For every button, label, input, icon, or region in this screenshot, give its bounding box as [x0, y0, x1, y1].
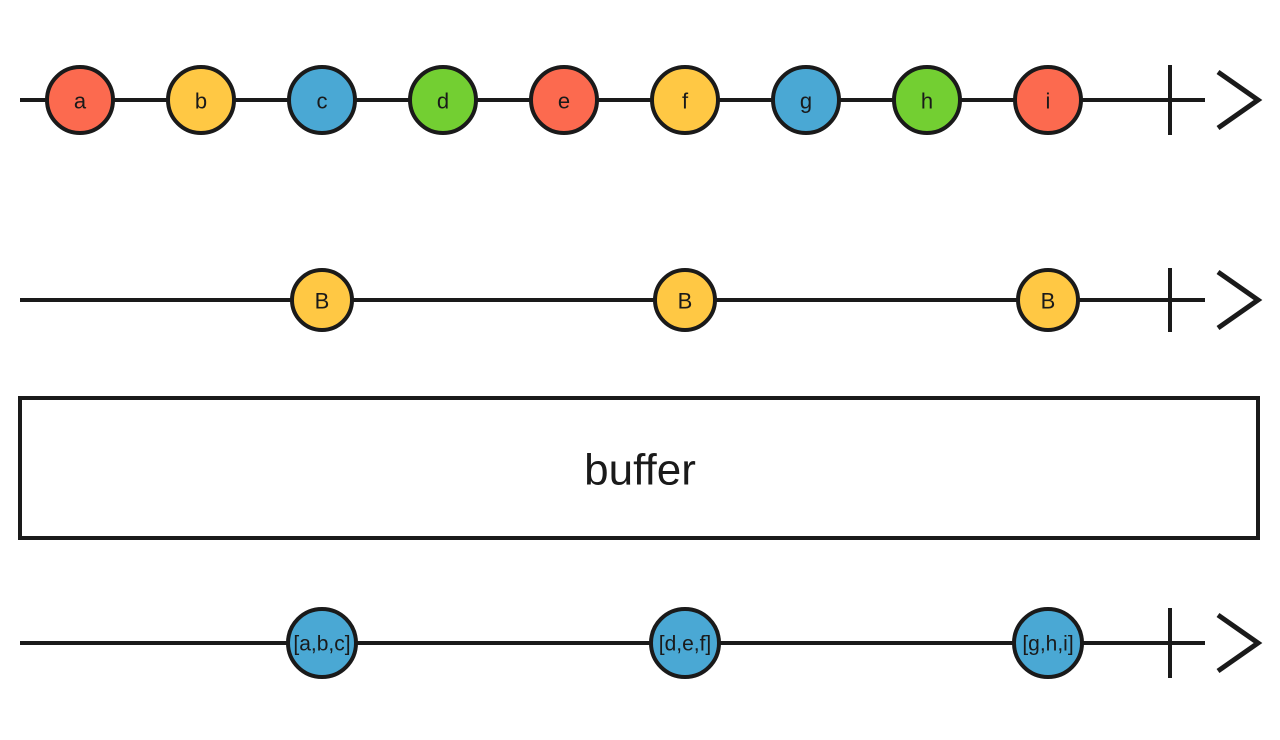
marble-result-stream-2[interactable]: [g,h,i] — [1012, 607, 1084, 679]
marble-circle[interactable] — [166, 65, 236, 135]
marble-source-stream-3[interactable]: d — [408, 65, 478, 135]
marble-label: f — [682, 89, 689, 114]
marble-notifier-stream-2[interactable]: B — [1016, 268, 1080, 332]
marble-circle[interactable] — [1016, 268, 1080, 332]
source-stream: a b c d e f g h i — [20, 65, 1263, 135]
marble-circle[interactable] — [771, 65, 841, 135]
marble-source-stream-6[interactable]: g — [771, 65, 841, 135]
marble-label: b — [195, 89, 207, 114]
marble-source-stream-5[interactable]: f — [650, 65, 720, 135]
marble-circle[interactable] — [290, 268, 354, 332]
marble-result-stream-0[interactable]: [a,b,c] — [286, 607, 358, 679]
marble-label: [g,h,i] — [1022, 633, 1073, 656]
result-stream: [a,b,c] [d,e,f] [g,h,i] — [20, 607, 1263, 679]
marble-label: B — [315, 289, 330, 314]
marble-source-stream-4[interactable]: e — [529, 65, 599, 135]
marble-source-stream-8[interactable]: i — [1013, 65, 1083, 135]
marble-circle[interactable] — [286, 607, 358, 679]
notifier-stream-arrow-icon — [1216, 269, 1263, 331]
source-stream-arrow-icon — [1216, 69, 1263, 131]
marble-circle[interactable] — [649, 607, 721, 679]
marble-source-stream-2[interactable]: c — [287, 65, 357, 135]
marble-source-stream-1[interactable]: b — [166, 65, 236, 135]
marble-label: c — [317, 89, 328, 114]
marble-label: a — [74, 89, 87, 114]
buffer-operator-box: buffer — [18, 396, 1260, 540]
marble-circle[interactable] — [892, 65, 962, 135]
marble-source-stream-0[interactable]: a — [45, 65, 115, 135]
marble-label: h — [921, 89, 933, 114]
marble-circle[interactable] — [408, 65, 478, 135]
marble-circle[interactable] — [1012, 607, 1084, 679]
marble-label: e — [558, 89, 570, 114]
operator-box-label: buffer — [584, 446, 696, 495]
marble-label: B — [678, 289, 693, 314]
marble-source-stream-7[interactable]: h — [892, 65, 962, 135]
marble-circle[interactable] — [1013, 65, 1083, 135]
operator-box-rect — [18, 396, 1260, 540]
marble-circle[interactable] — [45, 65, 115, 135]
marble-label: [d,e,f] — [659, 633, 712, 656]
marble-label: [a,b,c] — [293, 633, 350, 656]
marble-result-stream-1[interactable]: [d,e,f] — [649, 607, 721, 679]
marble-circle[interactable] — [529, 65, 599, 135]
result-stream-arrow-icon — [1216, 612, 1263, 674]
marble-circle[interactable] — [287, 65, 357, 135]
marble-label: B — [1041, 289, 1056, 314]
marble-circle[interactable] — [653, 268, 717, 332]
marble-notifier-stream-0[interactable]: B — [290, 268, 354, 332]
marble-notifier-stream-1[interactable]: B — [653, 268, 717, 332]
marble-label: i — [1046, 89, 1051, 114]
marble-label: d — [437, 89, 449, 114]
marble-circle[interactable] — [650, 65, 720, 135]
marble-label: g — [800, 89, 812, 114]
